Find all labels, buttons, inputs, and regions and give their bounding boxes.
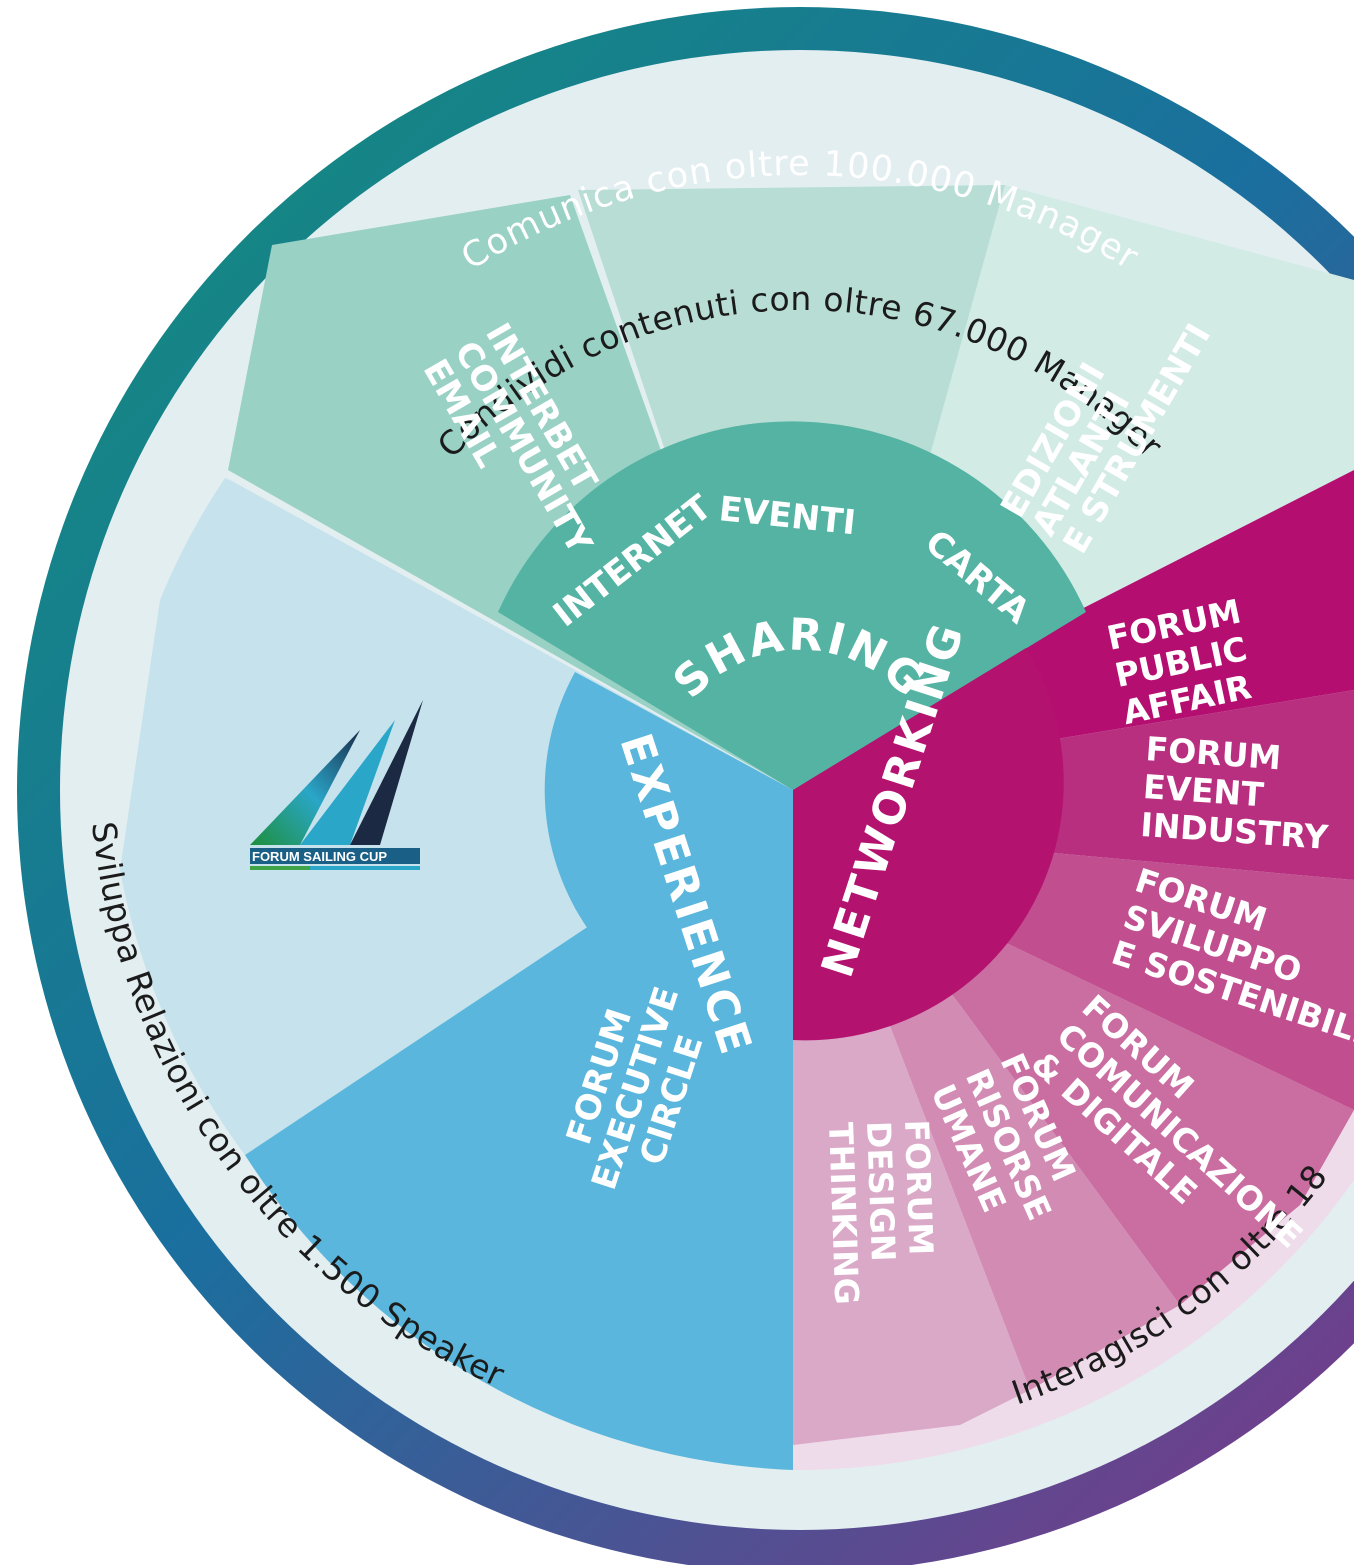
logo-text: FORUM SAILING CUP: [252, 849, 387, 864]
net-2-line-2: EVENT: [1142, 767, 1266, 814]
logo-sail-mid-icon: [300, 720, 395, 845]
sailing-cup-logo: FORUM SAILING CUP: [250, 700, 423, 870]
hub-experience: [544, 672, 793, 1036]
logo-band: [250, 848, 420, 864]
net-6-line-2: DESIGN: [859, 1120, 903, 1262]
hub-sharing-inner: [563, 510, 1022, 790]
net-6-line-1: FORUM: [897, 1119, 941, 1256]
logo-sail-left-icon: [250, 730, 360, 845]
logo-sail-right-icon: [350, 700, 423, 845]
net-2-line-1: FORUM: [1144, 729, 1282, 777]
logo-line-blue: [310, 866, 420, 870]
net-6-line-3: THINKING: [821, 1122, 866, 1306]
networking-item-2: FORUM EVENT INDUSTRY: [1139, 729, 1330, 857]
wedge-experience-upper: [120, 478, 793, 1155]
networking-item-6: FORUM DESIGN THINKING: [821, 1119, 941, 1306]
wedge-net-2: [793, 690, 1354, 880]
hub-networking: [793, 648, 1064, 1041]
logo-line-green: [250, 866, 310, 870]
hubs: [498, 421, 1086, 1041]
